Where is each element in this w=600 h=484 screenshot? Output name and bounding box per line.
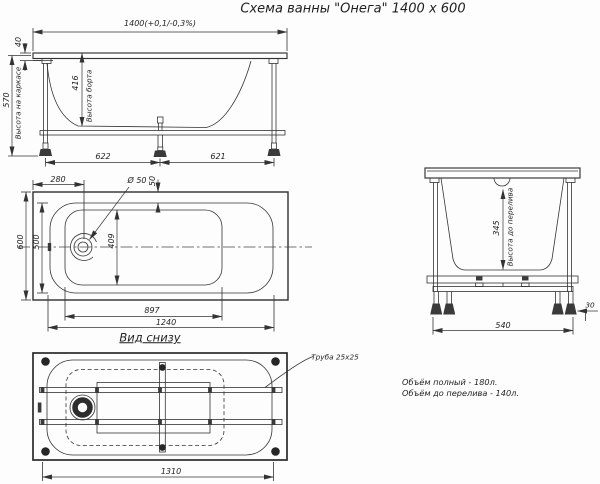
dim-frame-length: 1310 bbox=[160, 466, 182, 476]
dim-frame-height: 570 bbox=[1, 92, 11, 108]
dim-rim-drop: 40 bbox=[14, 36, 23, 48]
dim-bottom-length: 897 bbox=[144, 306, 160, 315]
top-view bbox=[18, 179, 312, 332]
dim-leg-span-right: 621 bbox=[210, 152, 226, 161]
dim-board-height: 416 bbox=[71, 75, 80, 91]
note-volume-overflow: Объём до перелива - 140л. bbox=[402, 387, 520, 398]
pipe-label: Труба 25х25 bbox=[311, 352, 359, 362]
dim-inner-length: 1240 bbox=[155, 317, 177, 327]
dim-overall-length: 1400(+0,1/-0,3%) bbox=[124, 19, 196, 28]
dim-overflow-height: 345 bbox=[491, 220, 501, 236]
side-view bbox=[8, 28, 288, 167]
drawing-title: Схема ванны "Онега" 1400 x 600 bbox=[240, 1, 466, 17]
bottom-view bbox=[32, 352, 314, 481]
dim-foot-height: 30 bbox=[585, 300, 595, 310]
note-volume-full: Объём полный - 180л. bbox=[402, 376, 498, 387]
dim-frame-width: 540 bbox=[495, 320, 511, 330]
dim-outer-width: 600 bbox=[15, 234, 25, 250]
dim-drain-diameter: Ø 50 bbox=[127, 176, 147, 185]
dim-bottom-width: 409 bbox=[106, 233, 116, 249]
label-overflow-height: Высота до перелива bbox=[505, 187, 515, 267]
dim-leg-span-left: 622 bbox=[95, 152, 111, 161]
dim-rim-width: 50 bbox=[147, 175, 157, 187]
label-frame-height: Высота на каркасе bbox=[13, 66, 23, 140]
dim-drain-offset: 280 bbox=[50, 174, 66, 184]
bottom-view-title: Вид снизу bbox=[119, 330, 181, 345]
label-board-height: Высота борта bbox=[84, 69, 94, 123]
end-view bbox=[424, 167, 598, 335]
dim-inner-width: 500 bbox=[32, 234, 41, 250]
